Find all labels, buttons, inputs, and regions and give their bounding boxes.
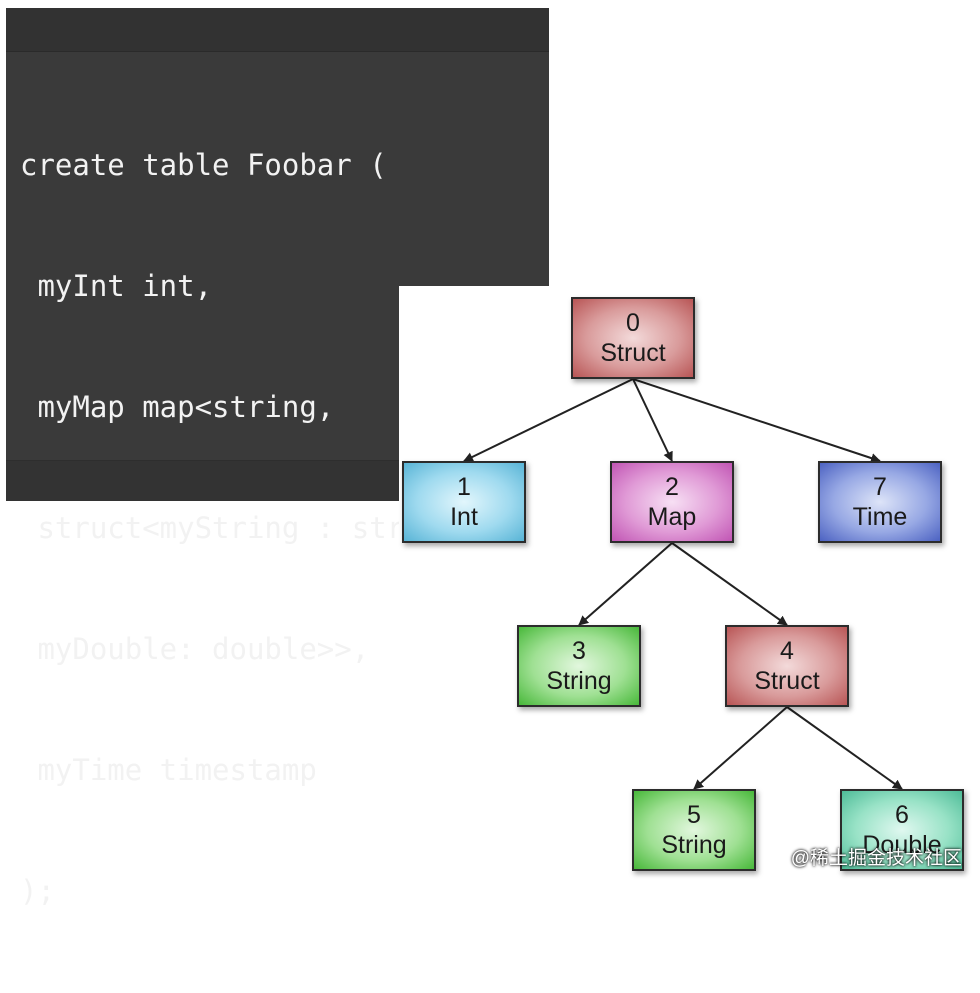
tree-node-7: 7 Time [818,461,942,543]
watermark: @稀土掘金技术社区 [790,848,962,869]
tree-node-5: 5 String [632,789,756,871]
node-type-label: Struct [600,339,666,367]
edge-2-to-3 [578,542,673,626]
code-line: myTime timestamp [20,753,317,787]
tree-edges [463,378,903,790]
node-type-label: Struct [754,667,820,695]
node-type-label: String [546,667,612,695]
type-tree-diagram: 0 Struct 1 Int 2 Map 7 Time 3 String 4 S… [399,286,980,890]
edge-4-to-5 [693,706,788,790]
tree-node-6: 6 Double [840,789,964,871]
tree-node-1: 1 Int [402,461,526,543]
node-id: 0 [626,309,640,337]
node-id: 6 [895,801,909,829]
node-type-label: Double [862,831,942,859]
tree-node-3: 3 String [517,625,641,707]
code-panel: create table Foobar ( myInt int, myMap m… [6,8,549,908]
code-panel-header [6,8,549,52]
node-id: 7 [873,473,887,501]
node-type-label: Int [450,503,478,531]
node-id: 1 [457,473,471,501]
code-line: myMap map<string, [20,390,335,424]
node-id: 3 [572,637,586,665]
edge-0-to-2 [632,378,673,462]
node-id: 2 [665,473,679,501]
node-type-label: Map [647,503,697,531]
node-type-label: Time [852,503,908,531]
code-line: myDouble: double>>, [20,632,370,666]
node-id: 5 [687,801,701,829]
edge-0-to-7 [632,378,881,463]
edge-0-to-1 [463,378,634,462]
code-block: create table Foobar ( myInt int, myMap m… [20,78,474,993]
edge-4-to-6 [786,706,903,790]
edge-2-to-4 [671,542,788,626]
tree-node-0: 0 Struct [571,297,695,379]
node-id: 4 [780,637,794,665]
code-line: myInt int, [20,269,213,303]
tree-node-4: 4 Struct [725,625,849,707]
tree-node-2: 2 Map [610,461,734,543]
node-type-label: String [661,831,727,859]
code-line: create table Foobar ( [20,148,387,182]
